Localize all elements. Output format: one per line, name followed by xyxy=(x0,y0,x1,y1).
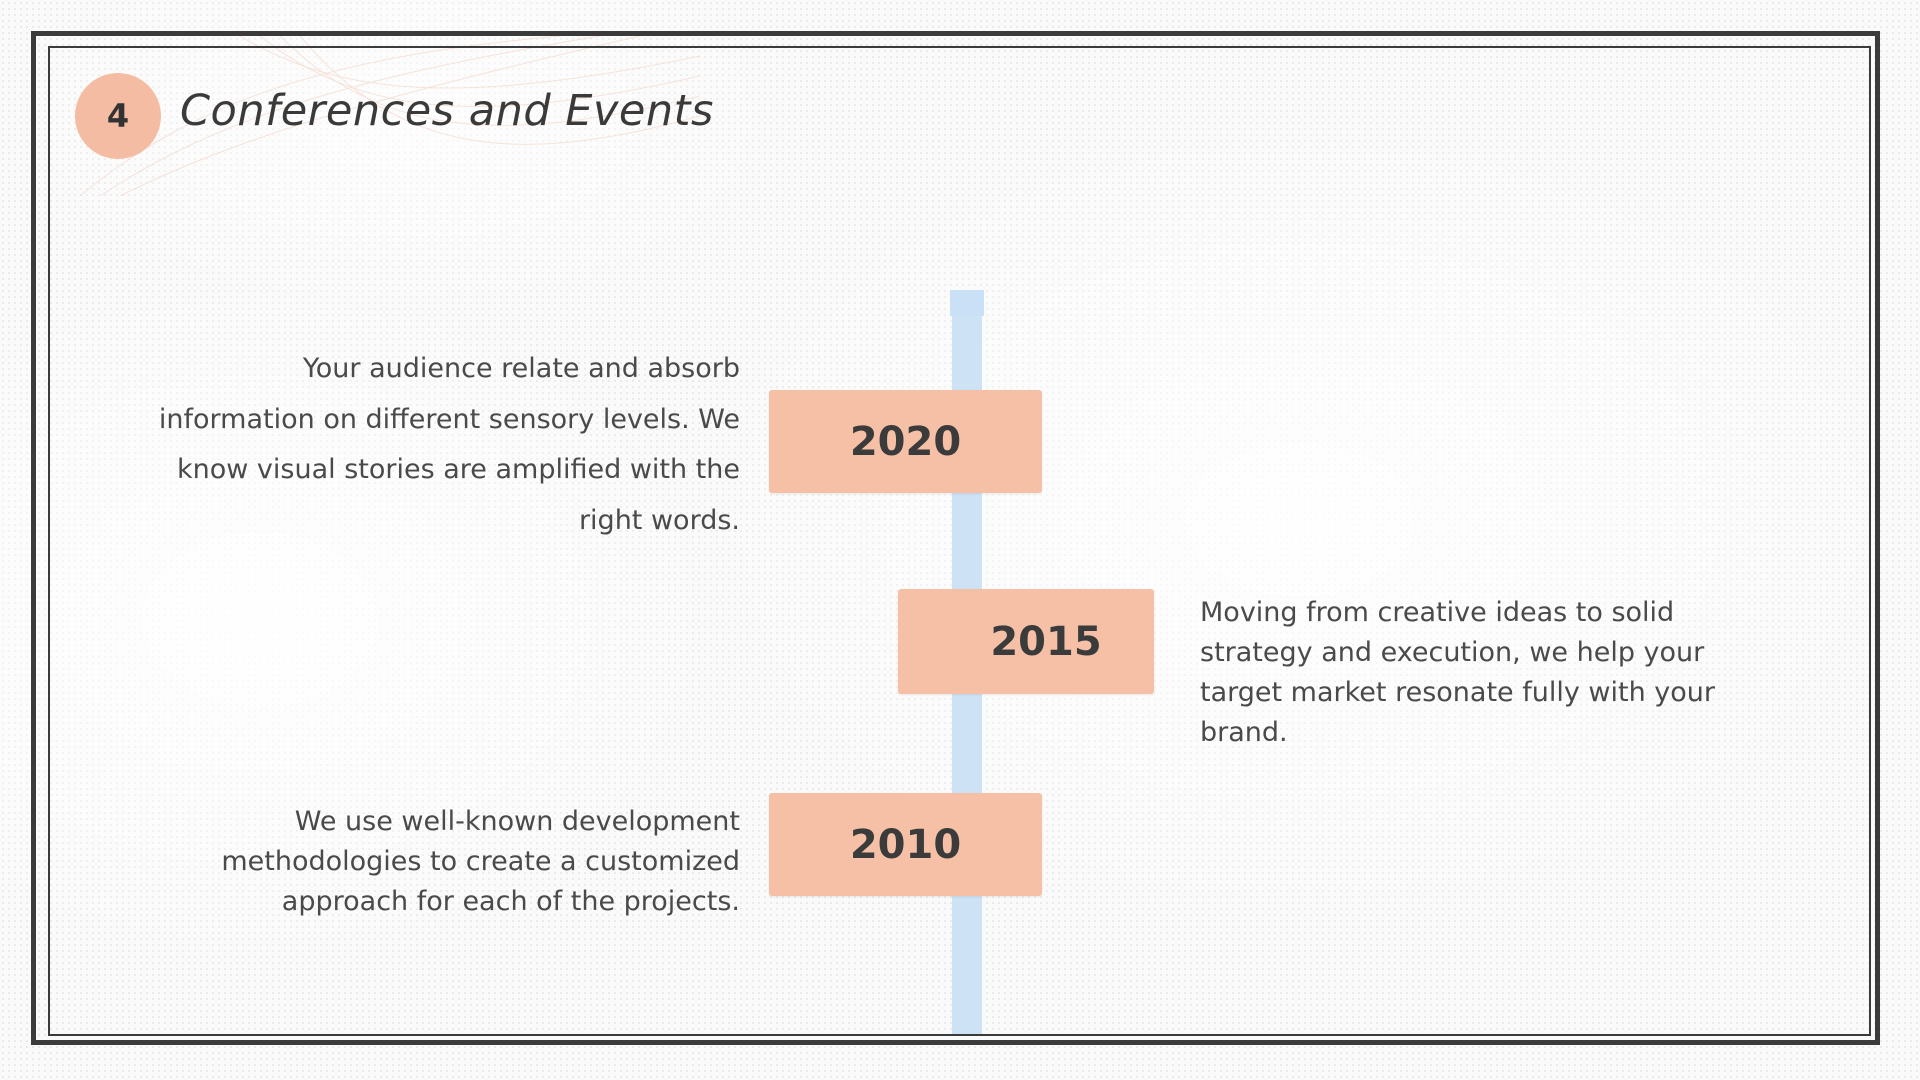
slide-number: 4 xyxy=(106,97,130,135)
year-box-2015: 2015 xyxy=(898,589,1154,694)
slide-number-badge: 4 xyxy=(75,73,161,159)
description-2015: Moving from creative ideas to solid stra… xyxy=(1200,597,1715,748)
year-label-2015: 2015 xyxy=(990,618,1102,665)
description-2010: We use well-known development methodolog… xyxy=(221,806,740,917)
outer-frame xyxy=(31,31,1880,1045)
description-2020: Your audience relate and absorb informat… xyxy=(158,353,740,536)
timeline-cap xyxy=(950,290,984,316)
year-label-2010: 2010 xyxy=(849,821,962,868)
inner-frame xyxy=(48,46,1871,1036)
year-box-2020: 2020 xyxy=(769,390,1042,493)
slide-title: Conferences and Events xyxy=(180,86,714,136)
year-label-2020: 2020 xyxy=(849,418,962,465)
year-box-2010: 2010 xyxy=(769,793,1042,896)
